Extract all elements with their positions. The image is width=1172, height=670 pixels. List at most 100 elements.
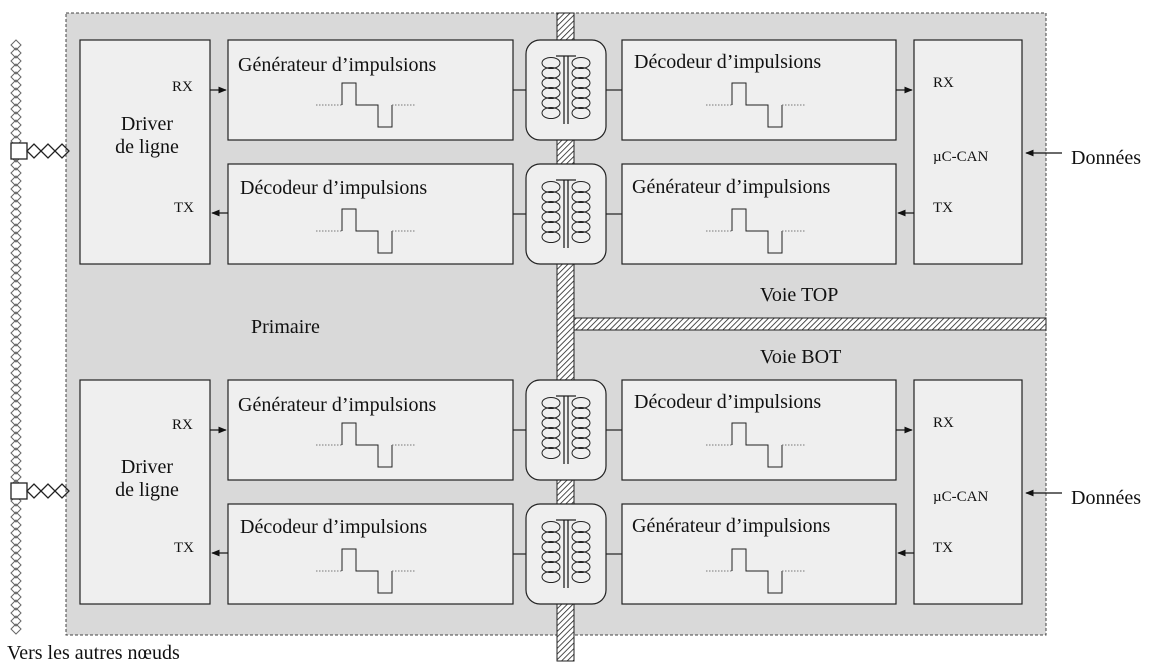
- pulse-decoder-box-top-primary: [227, 163, 514, 265]
- cable-link: [10, 311, 22, 323]
- uc-name-label-top: µC-CAN: [933, 149, 989, 165]
- transformer-bot-1-coil-right-turn: [571, 417, 591, 429]
- pulse-decoder-box-bot-primary: [227, 503, 514, 605]
- driver-rx-label-bot: RX: [172, 417, 193, 433]
- transformer-top-1-coil-left-turn: [541, 107, 561, 119]
- transformer-top-1-coil-right-turn: [571, 97, 591, 109]
- pulse-decoder-label-bot-secondary: Décodeur d’impulsions: [634, 391, 822, 413]
- transformer-top-1-coil-left-turn: [541, 67, 561, 79]
- cable-link: [10, 447, 22, 459]
- driver-rx-label-top: RX: [172, 79, 193, 95]
- cable-link: [10, 471, 22, 483]
- uc-tx-label-bot: TX: [933, 540, 953, 556]
- transformer-bot-1-coil-right-turn: [571, 427, 591, 439]
- cable-link: [10, 599, 22, 611]
- transformer-top-1-coil-right-turn: [571, 87, 591, 99]
- transformer-bot-2-coil-left-turn: [541, 561, 561, 573]
- transformer-top-1-coil-right-turn: [571, 77, 591, 89]
- uc-rx-label-top: RX: [933, 75, 954, 91]
- uc-name-label-bot: µC-CAN: [933, 489, 989, 505]
- transformer-top-2-coil-left-turn: [541, 221, 561, 233]
- transformer-top-1-coil-left-turn: [541, 57, 561, 69]
- cable-link: [10, 247, 22, 259]
- transformer-top-2-coil-right-turn: [571, 191, 591, 203]
- transformer-top-1-coil-left-turn: [541, 97, 561, 109]
- uc-box-bot: [913, 379, 1023, 605]
- connector-top: [10, 142, 28, 160]
- driver-box-top: [79, 39, 211, 265]
- cable-link: [10, 615, 22, 627]
- cable-link: [10, 519, 22, 531]
- cable-link: [10, 39, 22, 51]
- donnees-label-top: Données: [1071, 147, 1141, 169]
- cable-link: [10, 183, 22, 195]
- cable-link: [10, 399, 22, 411]
- cable-link: [10, 383, 22, 395]
- pulse-decoder-box-bot-secondary: [621, 379, 897, 481]
- cable-link: [10, 367, 22, 379]
- transformer-top-2-coil-right-turn: [571, 181, 591, 193]
- transformer-bot-1-coil-left-turn: [541, 397, 561, 409]
- pulse-decoder-label-bot-primary: Décodeur d’impulsions: [240, 516, 428, 538]
- channel-top: [10, 39, 1062, 265]
- pulse-generator-box-top-secondary: [621, 163, 897, 265]
- stub-link-top: [54, 143, 70, 159]
- cable-link: [10, 327, 22, 339]
- pulse-decoder-box-top-secondary: [621, 39, 897, 141]
- transformer-top-2-coil-left-turn: [541, 201, 561, 213]
- cable-link: [10, 71, 22, 83]
- cable-link: [10, 207, 22, 219]
- bus-cable: [10, 39, 22, 635]
- cable-link: [10, 103, 22, 115]
- pulse-top-2l-waveform: [341, 208, 393, 254]
- cable-link: [10, 527, 22, 539]
- transformer-bot-1-body: [525, 379, 607, 481]
- pulse-bot-2r-waveform: [731, 548, 783, 594]
- cable-link: [10, 295, 22, 307]
- driver-box-bot: [79, 379, 211, 605]
- stub-link-top: [40, 143, 56, 159]
- stub-link-bot: [40, 483, 56, 499]
- driver-label-line2-top: de ligne: [115, 136, 179, 158]
- uc-tx-label-top: TX: [933, 200, 953, 216]
- pulse-bot-1l-waveform: [341, 422, 393, 468]
- transformer-top-2-coil-right-turn: [571, 211, 591, 223]
- cable-link: [10, 431, 22, 443]
- uc-box-top: [913, 39, 1023, 265]
- transformer-bot-2-coil-left-turn: [541, 531, 561, 543]
- cable-link: [10, 343, 22, 355]
- cable-link: [10, 591, 22, 603]
- cable-link: [10, 111, 22, 123]
- cable-link: [10, 271, 22, 283]
- transformer-top-2-coil-right-turn: [571, 221, 591, 233]
- transformer-bot-1-coil-right-turn: [571, 437, 591, 449]
- pulse-decoder-label-top-primary: Décodeur d’impulsions: [240, 177, 428, 199]
- cable-link: [10, 119, 22, 131]
- cable-link: [10, 463, 22, 475]
- transformer-bot-1-coil-left-turn: [541, 427, 561, 439]
- pulse-bot-1r-waveform: [731, 422, 783, 468]
- cable-link: [10, 223, 22, 235]
- transformer-bot-1-coil-right-turn: [571, 407, 591, 419]
- transformer-bot-2-coil-right-turn: [571, 521, 591, 533]
- cable-link: [10, 63, 22, 75]
- cable-link: [10, 199, 22, 211]
- transformer-top-2-coil-left-turn: [541, 181, 561, 193]
- cable-link: [10, 87, 22, 99]
- transformer-bot-2-body: [525, 503, 607, 605]
- driver-tx-label-bot: TX: [174, 540, 194, 556]
- uc-rx-label-bot: RX: [933, 415, 954, 431]
- cable-link: [10, 559, 22, 571]
- transformer-bot-2-coil-left-turn: [541, 551, 561, 563]
- cable-link: [10, 55, 22, 67]
- pulse-top-1l-waveform: [341, 82, 393, 128]
- cable-link: [10, 335, 22, 347]
- vers-les-autres-noeuds-label: Vers les autres nœuds: [7, 642, 180, 664]
- cable-link: [10, 607, 22, 619]
- transformer-bot-2-coil-right-turn: [571, 531, 591, 543]
- cable-link: [10, 543, 22, 555]
- transformer-bot-2-coil-left-turn: [541, 571, 561, 583]
- channel-bot: [10, 379, 1062, 605]
- transformer-bot-1-coil-left-turn: [541, 407, 561, 419]
